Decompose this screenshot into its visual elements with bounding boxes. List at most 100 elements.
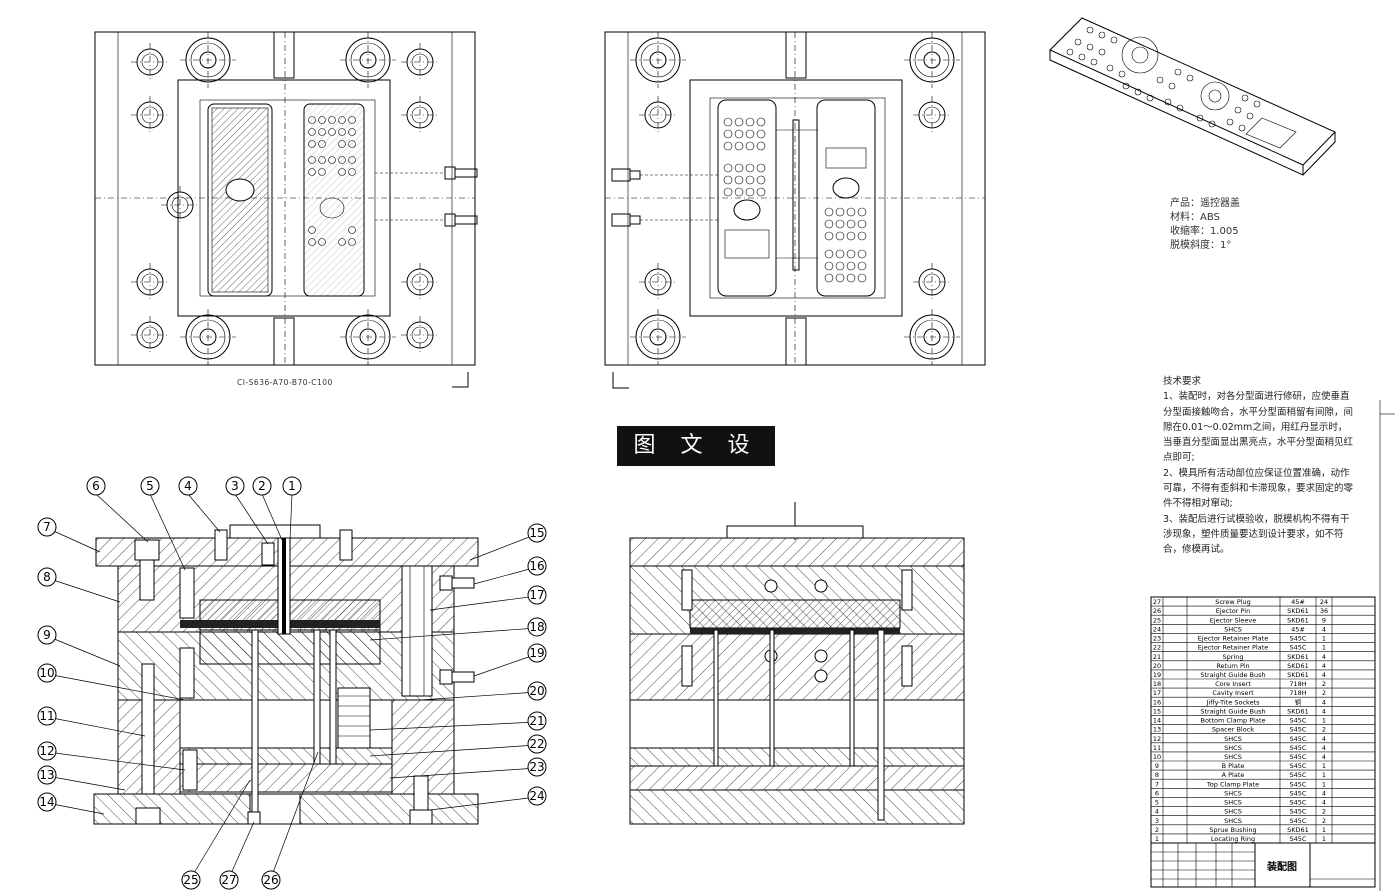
bom-material: S45C — [1290, 762, 1307, 770]
bom-row: 27 Screw Plug 45# 24 — [1153, 598, 1328, 606]
bom-no: 24 — [1153, 625, 1161, 633]
bom-no: 3 — [1155, 817, 1159, 825]
bom-name: SHCS — [1224, 753, 1242, 761]
svg-text:21: 21 — [529, 714, 544, 728]
bom-no: 4 — [1155, 808, 1159, 816]
bom-qty: 2 — [1322, 680, 1326, 688]
svg-text:17: 17 — [529, 588, 544, 602]
svg-text:23: 23 — [529, 760, 544, 774]
bom-no: 6 — [1155, 789, 1159, 797]
section-view-side — [629, 502, 965, 825]
svg-text:19: 19 — [529, 646, 544, 660]
bom-qty: 4 — [1322, 662, 1326, 670]
bom-material: 45# — [1291, 598, 1305, 606]
bom-no: 21 — [1153, 653, 1161, 661]
callout-13: 13 — [37, 765, 57, 785]
bom-no: 19 — [1153, 671, 1161, 679]
bom-no: 2 — [1155, 826, 1159, 834]
bom-qty: 4 — [1322, 789, 1326, 797]
bom-no: 25 — [1153, 616, 1161, 624]
plan-view-fixed-half — [94, 31, 478, 388]
svg-text:18: 18 — [529, 620, 544, 634]
callout-bubbles: 1 2 3 4 5 6 7 8 9 10 11 12 13 14 15 16 1… — [37, 476, 547, 890]
bom-name: Top Clamp Plate — [1206, 780, 1259, 788]
spec-draft: 脱模斜度：1° — [1170, 240, 1232, 251]
bom-material: SKD61 — [1287, 707, 1309, 715]
bom-no: 22 — [1153, 644, 1161, 652]
bom-qty: 1 — [1322, 762, 1326, 770]
bom-name: Core Insert — [1215, 680, 1251, 688]
callout-18: 18 — [527, 617, 547, 637]
bom-name: Spacer Block — [1212, 726, 1254, 734]
svg-text:25: 25 — [183, 873, 198, 887]
callout-8: 8 — [37, 567, 57, 587]
callout-22: 22 — [527, 734, 547, 754]
bom-no: 18 — [1153, 680, 1161, 688]
callout-17: 17 — [527, 585, 547, 605]
svg-text:4: 4 — [184, 479, 192, 493]
svg-text:20: 20 — [529, 684, 544, 698]
bom-material: SKD61 — [1287, 616, 1309, 624]
bom-no: 27 — [1153, 598, 1161, 606]
bom-no: 11 — [1153, 744, 1161, 752]
bom-qty: 1 — [1322, 717, 1326, 725]
svg-text:9: 9 — [43, 628, 51, 642]
bom-qty: 1 — [1322, 835, 1326, 843]
bom-qty: 1 — [1322, 771, 1326, 779]
bom-qty: 4 — [1322, 753, 1326, 761]
watermark-banner: 图 文 设 计 — [617, 426, 775, 498]
spec-shrinkage: 收缩率：1.005 — [1170, 226, 1239, 237]
bom-no: 14 — [1153, 717, 1161, 725]
bom-name: Jiffy-Tite Sockets — [1205, 698, 1260, 706]
bom-no: 9 — [1155, 762, 1159, 770]
bom-name: Spring — [1223, 653, 1244, 661]
drawing-code: CI-S636-A70-B70-C100 — [237, 378, 333, 387]
bom-material: S45C — [1290, 771, 1307, 779]
bom-material: S45C — [1290, 735, 1307, 743]
bom-material: 铜 — [1295, 697, 1302, 706]
svg-text:11: 11 — [39, 709, 54, 723]
callout-2: 2 — [252, 476, 272, 496]
svg-text:22: 22 — [529, 737, 544, 751]
bom-name: Sprue Bushing — [1209, 826, 1256, 834]
tech-title: 技术要求 — [1163, 376, 1202, 387]
bom-name: SHCS — [1224, 817, 1242, 825]
spec-material: 材料：ABS — [1170, 212, 1220, 223]
callout-14: 14 — [37, 792, 57, 812]
bom-qty: 1 — [1322, 780, 1326, 788]
bom-material: S45C — [1290, 726, 1307, 734]
bom-name: Ejector Pin — [1216, 607, 1250, 615]
svg-text:10: 10 — [39, 666, 54, 680]
callout-11: 11 — [37, 706, 57, 726]
bom-no: 12 — [1153, 735, 1161, 743]
svg-text:6: 6 — [92, 479, 100, 493]
callout-10: 10 — [37, 663, 57, 683]
bom-no: 8 — [1155, 771, 1159, 779]
bom-qty: 36 — [1320, 607, 1328, 615]
bom-name: Screw Plug — [1215, 598, 1251, 606]
svg-text:8: 8 — [43, 570, 51, 584]
bom-name: SHCS — [1224, 744, 1242, 752]
bom-qty: 24 — [1320, 598, 1328, 606]
callout-24: 24 — [527, 786, 547, 806]
bom-name: SHCS — [1224, 789, 1242, 797]
bom-qty: 2 — [1322, 726, 1326, 734]
bom-name: SHCS — [1224, 808, 1242, 816]
bom-qty: 4 — [1322, 653, 1326, 661]
bom-material: S45C — [1290, 780, 1307, 788]
callout-15: 15 — [527, 523, 547, 543]
callout-27: 27 — [219, 870, 239, 890]
